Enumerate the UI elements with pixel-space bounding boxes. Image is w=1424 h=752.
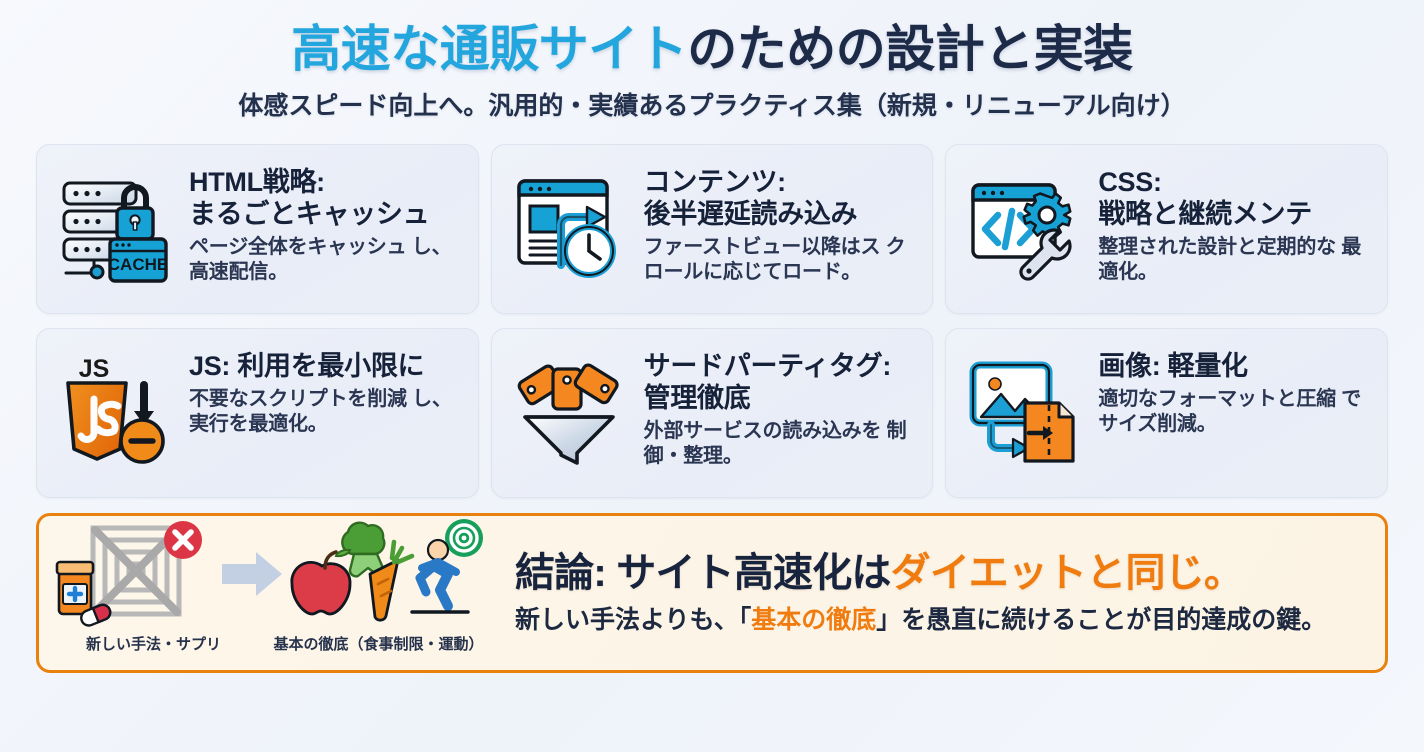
- tags-funnel-icon: [506, 343, 632, 475]
- card-text: CSS: 戦略と継続メンテ 整理された設計と定期的な 最適化。: [1098, 159, 1371, 285]
- card-title-line-2: まるごとキャッシュ: [189, 198, 430, 229]
- card-description: ページ全体をキャッシュ し、高速配信。: [189, 235, 462, 285]
- card-description: 不要なスクリプトを削減 し、実行を最適化。: [189, 387, 462, 437]
- conclusion-sub-part-1: 新しい手法よりも、「: [515, 605, 752, 634]
- header: 高速な通販サイトのための設計と実装 体感スピード向上へ。汎用的・実績あるプラクテ…: [36, 0, 1388, 122]
- illustration-caption-right: 基本の徹底（食事制限・運動）: [273, 636, 484, 653]
- page-subtitle: 体感スピード向上へ。汎用的・実績あるプラクティス集（新規・リニューアル向け）: [238, 92, 1186, 120]
- card-description: 整理された設計と定期的な 最適化。: [1098, 235, 1371, 285]
- card-desc-line-2: 最適化。: [1098, 235, 1362, 283]
- card-desc-line-1: 不要なスクリプトを削減: [189, 387, 407, 410]
- right-arrow-icon: [218, 544, 286, 609]
- page-title-accent: 高速な通販サイト: [291, 21, 688, 77]
- maze-pills-rejected-icon: [51, 518, 216, 635]
- card-title: HTML戦略: まるごとキャッシュ: [189, 167, 462, 231]
- conclusion-illustration: 新しい手法・サプリ 基本の徹底（食事制限・運動）: [51, 518, 501, 666]
- card-desc-line-1: 外部サービスの読み込みを: [643, 419, 882, 442]
- card-desc-line-2: し、高速配信。: [189, 235, 452, 283]
- card-desc-line-1: ページ全体をキャッシュ: [189, 235, 407, 258]
- card-title-line-1: HTML戦略:: [189, 167, 325, 197]
- card-description: ファーストビュー以降はス クロールに応じてロード。: [644, 235, 917, 285]
- conclusion-sub-part-2: 」を愚直に続けることが目的達成の鍵。: [876, 605, 1327, 634]
- svg-text:CACHE: CACHE: [108, 255, 168, 274]
- page-title-rest: のための設計と実装: [687, 21, 1133, 77]
- card-text: サードパーティタグ: 管理徹底 外部サービスの読み込みを 制御・整理。: [644, 343, 917, 469]
- card-title: サードパーティタグ: 管理徹底: [644, 351, 917, 415]
- conclusion-text: 結論: サイト高速化はダイエットと同じ。 新しい手法よりも、「基本の徹底」を愚直…: [509, 551, 1367, 635]
- card-html-cache[interactable]: CACHE HTML戦略: まるごとキャッシュ ページ全体をキャッシュ し、高速…: [36, 144, 479, 314]
- conclusion-title: 結論: サイト高速化はダイエットと同じ。: [515, 551, 1367, 597]
- card-title: JS: 利用を最小限に: [189, 351, 462, 383]
- card-desc-line-2: 制御・整理。: [643, 419, 907, 467]
- card-css-maintenance[interactable]: CSS: 戦略と継続メンテ 整理された設計と定期的な 最適化。: [945, 144, 1388, 314]
- card-title: CSS: 戦略と継続メンテ: [1098, 167, 1371, 231]
- page-title: 高速な通販サイトのための設計と実装: [36, 22, 1388, 76]
- card-title-line-1: コンテンツ:: [643, 167, 787, 197]
- card-text: 画像: 軽量化 適切なフォーマットと圧縮 でサイズ削減。: [1098, 343, 1371, 437]
- practice-card-grid: CACHE HTML戦略: まるごとキャッシュ ページ全体をキャッシュ し、高速…: [36, 144, 1388, 498]
- image-compress-icon: [960, 343, 1086, 475]
- js-shield-minus-icon: JS: [51, 343, 177, 475]
- card-js-minimize[interactable]: JS JS: 利用を最小限に 不要なスクリプトを削減: [36, 328, 479, 498]
- card-desc-line-1: ファーストビュー以降はス: [643, 235, 881, 258]
- card-image-optimization[interactable]: 画像: 軽量化 適切なフォーマットと圧縮 でサイズ削減。: [945, 328, 1388, 498]
- card-title: コンテンツ: 後半遅延読み込み: [644, 167, 917, 231]
- card-title-line-2: 戦略と継続メンテ: [1098, 198, 1312, 229]
- illustration-captions: 新しい手法・サプリ 基本の徹底（食事制限・運動）: [51, 633, 501, 654]
- svg-text:JS: JS: [79, 355, 110, 383]
- conclusion-banner: 新しい手法・サプリ 基本の徹底（食事制限・運動） 結論: サイト高速化はダイエッ…: [36, 513, 1388, 673]
- card-desc-line-1: 適切なフォーマットと圧縮: [1098, 387, 1336, 410]
- card-content-lazyload[interactable]: コンテンツ: 後半遅延読み込み ファーストビュー以降はス クロールに応じてロード…: [490, 144, 934, 314]
- card-title-line-2: 後半遅延読み込み: [643, 198, 858, 229]
- card-description: 外部サービスの読み込みを 制御・整理。: [644, 419, 917, 469]
- card-text: JS: 利用を最小限に 不要なスクリプトを削減 し、実行を最適化。: [189, 343, 462, 437]
- card-desc-line-2: でサイズ削減。: [1098, 387, 1362, 436]
- card-title-line-2: 管理徹底: [643, 382, 751, 413]
- card-title-line-1: JS: 利用を最小限に: [189, 351, 425, 381]
- css-gear-wrench-icon: [960, 159, 1086, 291]
- conclusion-sub-highlight: 基本の徹底: [751, 605, 877, 634]
- card-desc-line-2: し、実行を最適化。: [189, 387, 452, 436]
- server-cache-lock-icon: CACHE: [51, 159, 177, 291]
- card-desc-line-2: クロールに応じてロード。: [643, 235, 906, 283]
- card-title-line-1: サードパーティタグ:: [643, 351, 892, 381]
- card-title: 画像: 軽量化: [1098, 351, 1371, 383]
- conclusion-subtitle: 新しい手法よりも、「基本の徹底」を愚直に続けることが目的達成の鍵。: [515, 605, 1367, 635]
- conclusion-title-prefix: 結論: サイト高速化は: [515, 551, 891, 596]
- card-desc-line-1: 整理された設計と定期的な: [1098, 235, 1336, 258]
- card-text: コンテンツ: 後半遅延読み込み ファーストビュー以降はス クロールに応じてロード…: [644, 159, 917, 285]
- card-description: 適切なフォーマットと圧縮 でサイズ削減。: [1098, 387, 1371, 437]
- card-title-line-1: CSS:: [1098, 167, 1162, 197]
- card-text: HTML戦略: まるごとキャッシュ ページ全体をキャッシュ し、高速配信。: [189, 159, 462, 285]
- card-title-line-1: 画像: 軽量化: [1098, 351, 1248, 381]
- illustration-caption-left: 新しい手法・サプリ: [85, 636, 221, 653]
- lazy-load-clock-icon: [506, 159, 632, 291]
- healthy-food-runner-target-icon: [288, 518, 493, 635]
- card-third-party-tags[interactable]: サードパーティタグ: 管理徹底 外部サービスの読み込みを 制御・整理。: [490, 328, 934, 498]
- conclusion-title-highlight: ダイエットと同じ。: [890, 551, 1244, 596]
